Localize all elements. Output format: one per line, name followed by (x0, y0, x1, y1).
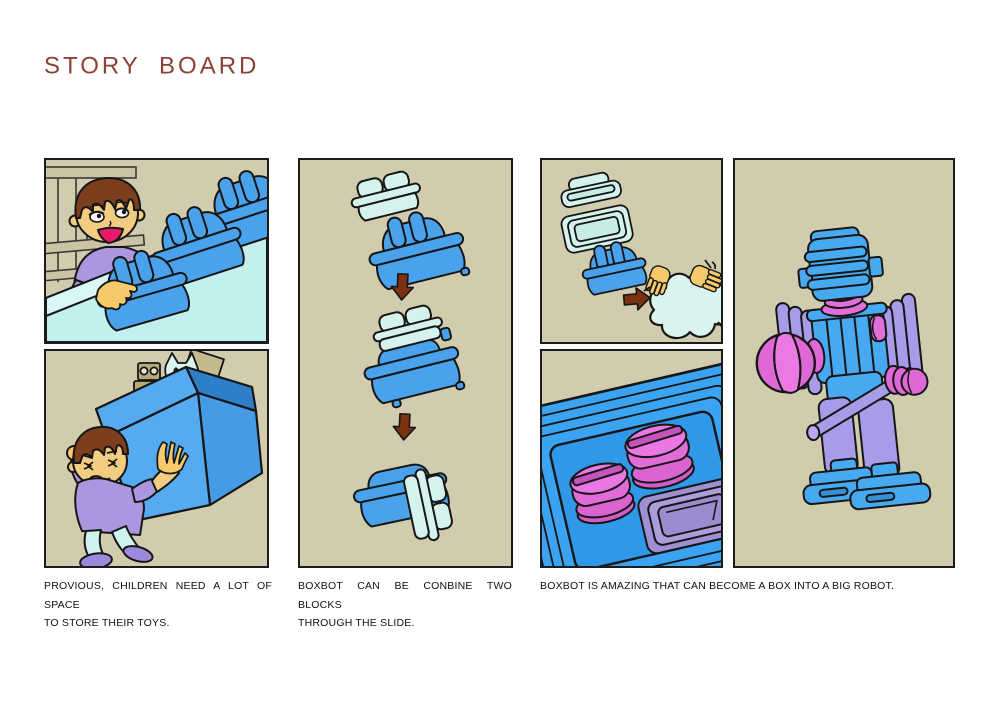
boy-face (88, 201, 130, 244)
scene-making-parts (560, 171, 721, 340)
down-arrow-icon (392, 412, 417, 441)
storyboard-panel-1-top (44, 158, 269, 344)
right-arrow-icon (622, 287, 651, 311)
caption-line: BOXBOT CAN BE CONBINE TWO BLOCKS (298, 580, 512, 611)
boy-hand (95, 279, 138, 311)
step-3-combined-box (353, 463, 453, 542)
magenta-cylinder (569, 462, 636, 525)
caption-line: BOXBOT IS AMAZING THAT CAN BECOME A BOX … (540, 580, 895, 592)
step-2-stacked-boxes (363, 304, 466, 409)
down-arrow-icon (390, 272, 415, 301)
storyboard-panel-2 (298, 158, 513, 568)
scene-child-carrying-box (66, 351, 264, 566)
blue-tray (542, 361, 721, 566)
robot-feet (802, 457, 932, 511)
step-1-separate-boxes (350, 170, 471, 295)
caption-line: THROUGH THE SLIDE. (298, 617, 415, 629)
robot-shoulder-joint (869, 314, 888, 343)
hand-right (689, 264, 721, 293)
magenta-cylinder (624, 423, 695, 490)
blue-storage-boxes (96, 170, 267, 332)
scene-boxbot-robot (755, 226, 932, 511)
robot-head (797, 226, 884, 302)
robot-wrist-right (884, 364, 929, 396)
caption-panel-3: BOXBOT IS AMAZING THAT CAN BECOME A BOX … (540, 577, 980, 596)
boy-figure (66, 425, 189, 566)
moulding-cloud (643, 259, 721, 340)
scene-box-interior (542, 361, 721, 566)
hand-left (645, 265, 671, 297)
caption-line: TO STORE THEIR TOYS. (44, 617, 170, 629)
caption-line: PROVIOUS, CHILDREN NEED A LOT OF SPACE (44, 580, 272, 611)
storyboard-panel-3-top (540, 158, 723, 344)
robot-fist-left (755, 331, 826, 394)
blue-box-part (581, 241, 648, 296)
open-tray-part (560, 204, 634, 254)
storyboard-panel-1-bottom (44, 349, 269, 568)
caption-panel-1: PROVIOUS, CHILDREN NEED A LOT OF SPACE T… (44, 577, 272, 633)
motion-marks (643, 259, 721, 328)
page-title: STORY BOARD (44, 52, 260, 80)
purple-inset-tray (637, 476, 721, 555)
storyboard-panel-3-bottom (540, 349, 723, 568)
storyboard-panel-4 (733, 158, 955, 568)
caption-panel-2: BOXBOT CAN BE CONBINE TWO BLOCKS THROUGH… (298, 577, 512, 633)
lid-part (560, 171, 622, 209)
scene-child-with-boxes (46, 166, 267, 342)
robot-figure (755, 226, 932, 511)
boy-hand (156, 441, 189, 475)
scene-combine-sequence (350, 170, 471, 542)
